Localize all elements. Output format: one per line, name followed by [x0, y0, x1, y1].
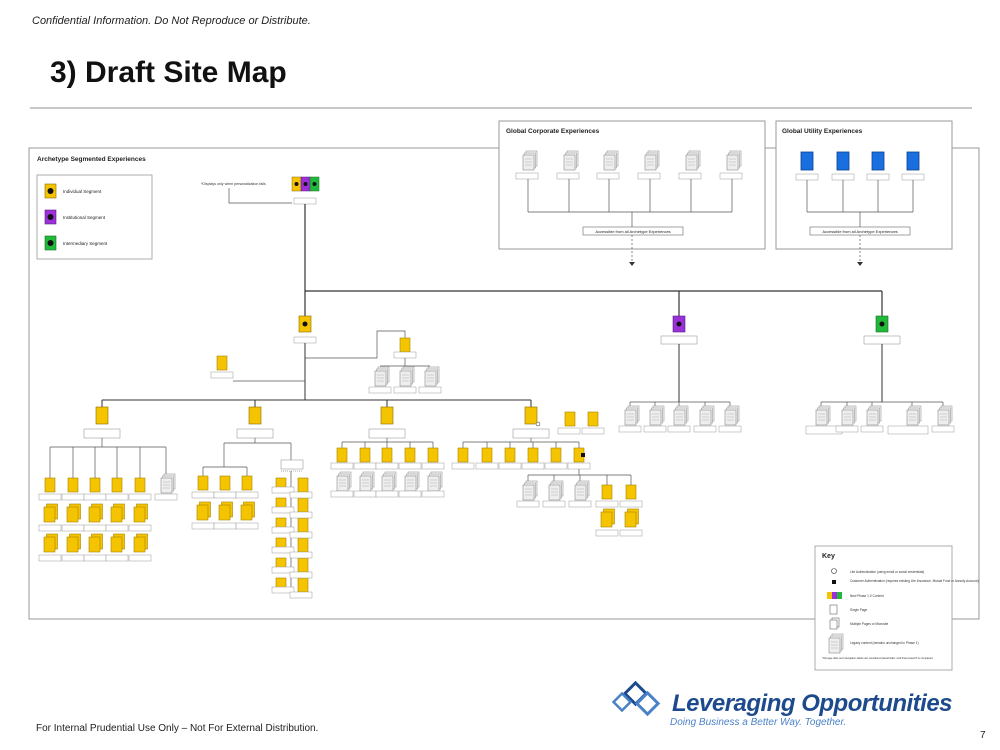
- single-page-icon: [829, 604, 838, 615]
- branch-a: [38, 406, 178, 562]
- footer-note: For Internal Prudential Use Only – Not F…: [36, 723, 319, 734]
- key-item-new-content: New Phase 1.0 Content: [850, 594, 884, 598]
- brand-name: Leveraging Opportunities: [672, 690, 953, 717]
- legend-individual: Individual Segment: [63, 189, 102, 194]
- key-item-lite-auth: Lite Authentication (using email or soci…: [850, 570, 924, 574]
- key-item-customer-auth: Customer Authentication (requires existi…: [850, 579, 979, 583]
- legend-intermediary: Intermediary Segment: [63, 241, 108, 246]
- key-title: Key: [822, 553, 835, 560]
- branch-d: [451, 406, 643, 537]
- archetype-panel-title: Archetype Segmented Experiences: [37, 156, 146, 163]
- branch-b: [191, 406, 313, 599]
- corporate-access-label: Accessible from all Archetype Experience…: [595, 229, 670, 234]
- key-item-single-page: Single Page: [850, 608, 867, 612]
- root-label: [293, 197, 317, 205]
- legacy-content-icon: [828, 633, 844, 654]
- new-content-icon: [827, 592, 842, 599]
- lite-auth-icon: [831, 568, 837, 574]
- key-footnote: *All page titles and navigation labels a…: [822, 656, 934, 660]
- utility-panel-title: Global Utility Experiences: [782, 128, 863, 135]
- page-title: 3) Draft Site Map: [50, 56, 287, 89]
- legend-institutional: Institutional Segment: [63, 215, 106, 220]
- personalization-note: *Displays only when personalization fail…: [201, 182, 266, 186]
- leveraging-opportunities-logo: [611, 680, 661, 717]
- page-number: 7: [980, 730, 986, 741]
- corporate-panel-title: Global Corporate Experiences: [506, 128, 600, 135]
- key-item-multiple-pages: Multiple Pages or Microsite: [850, 622, 888, 626]
- confidential-notice: Confidential Information. Do Not Reprodu…: [32, 15, 311, 27]
- brand-tagline: Doing Business a Better Way. Together.: [670, 717, 847, 728]
- title-divider: [30, 107, 972, 109]
- intermediary-branch: [805, 315, 955, 435]
- customer-auth-icon: [832, 580, 836, 584]
- branch-c: [330, 406, 445, 498]
- utility-access-label: Accessible from all Archetype Experience…: [822, 229, 897, 234]
- multiple-pages-icon: [829, 617, 840, 630]
- institutional-branch: [618, 315, 742, 433]
- key-item-legacy: Legacy content (remains unchanged in Pha…: [850, 641, 919, 645]
